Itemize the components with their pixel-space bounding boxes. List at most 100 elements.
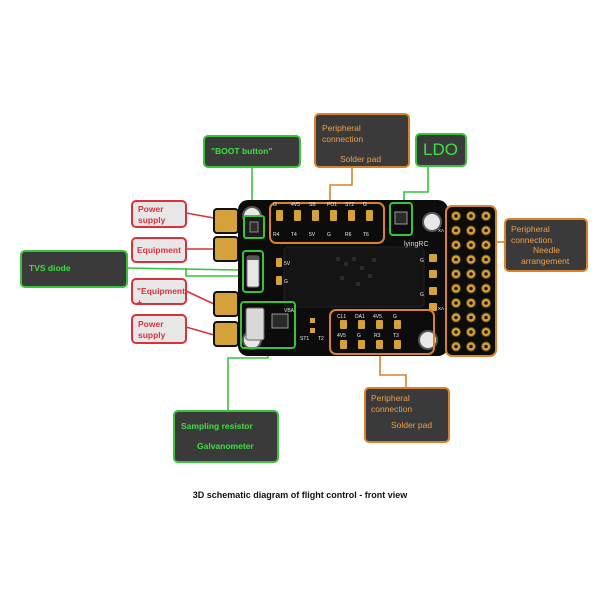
svg-text:R3: R3 bbox=[374, 333, 381, 339]
header-pin-hole bbox=[454, 344, 458, 349]
power-supply-bottom-line1: Power bbox=[138, 319, 164, 329]
peripheral-bottom-line3: Solder pad bbox=[391, 420, 433, 431]
mcu-dots bbox=[336, 257, 376, 286]
header-pin-hole bbox=[484, 272, 488, 276]
equipment-label: Equipment bbox=[131, 237, 187, 263]
ldo-text: LDO bbox=[423, 140, 458, 159]
header-pin-hole bbox=[484, 315, 488, 320]
power-pad-1 bbox=[213, 208, 239, 234]
svg-text:ST1: ST1 bbox=[300, 336, 309, 342]
svg-text:T3: T3 bbox=[393, 333, 399, 339]
header-pin-hole bbox=[484, 330, 488, 334]
header-pin-hole bbox=[454, 272, 458, 276]
svg-text:G: G bbox=[284, 279, 288, 285]
bottom-pad-block-outline bbox=[329, 309, 435, 355]
header-pin-hole bbox=[484, 214, 488, 218]
mount-hole-br bbox=[418, 330, 438, 350]
sampling-resistor-text: Sampling resistor bbox=[181, 421, 253, 431]
peripheral-right-line2: connection bbox=[511, 234, 553, 245]
top-pad-block-outline bbox=[269, 202, 385, 244]
leader-peripheral-bottom bbox=[379, 352, 407, 388]
left-power-pads bbox=[213, 208, 239, 347]
header-pin-hole bbox=[469, 286, 473, 291]
svg-text:CL1: CL1 bbox=[337, 314, 346, 320]
bottom-pads-row2 bbox=[340, 340, 401, 349]
header-pin-hole bbox=[469, 214, 473, 218]
galvanometer-text: Galvanometer bbox=[197, 440, 254, 451]
power-supply-top-line2: supply bbox=[138, 214, 166, 225]
header-pin-hole bbox=[484, 243, 488, 247]
equipment-text: Equipment bbox=[137, 245, 181, 255]
pin-header-pins bbox=[451, 211, 491, 352]
peripheral-right-line4: arrangement bbox=[521, 255, 570, 266]
svg-text:T6: T6 bbox=[363, 232, 369, 238]
right-side-pad-labels: G G bbox=[420, 258, 424, 298]
top-pad-labels-row2: G 4V5 SB PO1 ST2 G bbox=[273, 202, 367, 208]
top-pad-labels: R4 T4 5V G R6 T6 bbox=[273, 232, 369, 238]
header-pin-hole bbox=[469, 330, 473, 334]
peripheral-bottom-line2: connection bbox=[371, 403, 413, 414]
diagram-caption: 3D schematic diagram of flight control -… bbox=[192, 490, 408, 500]
svg-text:5V: 5V bbox=[284, 261, 291, 267]
tvs-diode-label: TVS diode bbox=[20, 250, 128, 288]
left-side-pads bbox=[276, 258, 282, 285]
svg-text:R4: R4 bbox=[273, 232, 280, 238]
equipment-plus-label: "Equipment + bbox=[131, 278, 187, 307]
header-pin-hole bbox=[454, 315, 458, 320]
svg-text:PO1: PO1 bbox=[327, 202, 337, 208]
peripheral-top-label: Peripheral connection Solder pad bbox=[314, 113, 410, 168]
galvanometer-chip bbox=[271, 313, 289, 329]
peripheral-bottom-line1: Peripheral bbox=[371, 393, 410, 403]
left-small-labels: VBA ST1 T2 bbox=[284, 308, 324, 342]
bottom-pads-row1 bbox=[340, 320, 401, 329]
sampling-resistor-body bbox=[245, 307, 265, 341]
svg-text:ST2: ST2 bbox=[345, 202, 354, 208]
header-labels: XA XA bbox=[438, 228, 444, 311]
svg-text:G: G bbox=[327, 232, 331, 238]
header-pin-hole bbox=[454, 243, 458, 247]
svg-text:4V5: 4V5 bbox=[373, 314, 382, 320]
peripheral-right-line3: Needle bbox=[533, 245, 560, 256]
mcu-area bbox=[283, 246, 425, 308]
header-pin-hole bbox=[469, 257, 473, 262]
small-led-pads bbox=[310, 318, 315, 333]
boot-button-label: "BOOT button" bbox=[203, 135, 301, 168]
svg-text:G: G bbox=[363, 202, 367, 208]
equipment-plus-text: "Equipment + bbox=[137, 286, 185, 307]
svg-text:5V: 5V bbox=[309, 232, 316, 238]
header-pin-hole bbox=[469, 344, 473, 349]
header-pin-hole bbox=[454, 257, 458, 262]
tvs-diode-body bbox=[246, 255, 260, 288]
header-pin-hole bbox=[469, 228, 473, 233]
power-supply-bottom-line2: supply bbox=[138, 329, 166, 340]
peripheral-right-line1: Peripheral bbox=[511, 224, 550, 234]
header-pin-hole bbox=[469, 243, 473, 247]
power-pad-3 bbox=[213, 291, 239, 317]
header-pin-hole bbox=[454, 330, 458, 334]
leader-power-bottom bbox=[185, 326, 215, 336]
bottom-pad-labels-row1: CL1 DA1 4V5 G bbox=[337, 314, 397, 320]
power-supply-bottom-label: Power supply bbox=[131, 314, 187, 344]
leader-ldo bbox=[403, 166, 429, 205]
leader-equipment-plus bbox=[185, 290, 215, 305]
svg-text:G: G bbox=[393, 314, 397, 320]
svg-text:DA1: DA1 bbox=[355, 314, 365, 320]
tvs-diode-outline bbox=[242, 250, 264, 293]
power-pad-2 bbox=[213, 236, 239, 262]
header-pin-hole bbox=[454, 286, 458, 291]
ldo-chip bbox=[394, 211, 408, 225]
ldo-label: LDO bbox=[415, 133, 467, 167]
mount-hole-tr bbox=[422, 212, 442, 232]
svg-text:R6: R6 bbox=[345, 232, 352, 238]
tvs-diode-text: TVS diode bbox=[29, 263, 71, 273]
header-pin-hole bbox=[469, 301, 473, 305]
header-pin-hole bbox=[484, 228, 488, 233]
svg-text:T4: T4 bbox=[291, 232, 297, 238]
header-pin-hole bbox=[484, 301, 488, 305]
header-pin-hole bbox=[484, 257, 488, 262]
sampling-resistor-outline bbox=[240, 301, 296, 349]
right-side-pads bbox=[429, 254, 437, 311]
header-pin-hole bbox=[484, 286, 488, 291]
header-pin-hole bbox=[454, 301, 458, 305]
svg-text:G: G bbox=[420, 292, 424, 298]
